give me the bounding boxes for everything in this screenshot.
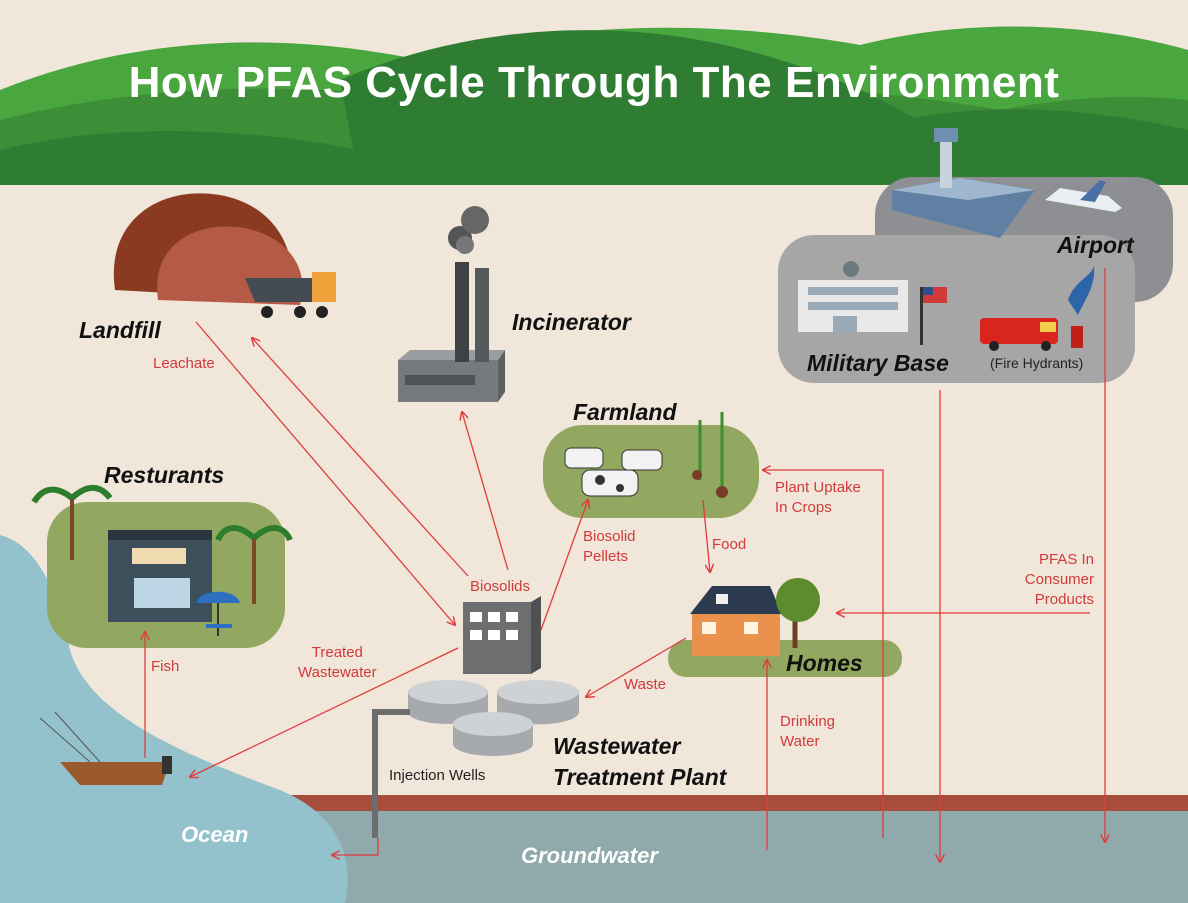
fire-hydrants-label: (Fire Hydrants) (990, 355, 1084, 371)
treated-wastewater-arrow (190, 647, 459, 777)
biosolid-pellets-label: Biosolid Pellets (583, 528, 636, 565)
wastewater-plant-label-line2: Treatment Plant (553, 764, 727, 790)
homes-label: Homes (786, 650, 863, 676)
crops-icon (692, 412, 728, 498)
groundwater-label: Groundwater (521, 843, 658, 868)
incinerator-label: Incinerator (512, 309, 631, 335)
flag-icon (920, 287, 947, 345)
landfill-label: Landfill (79, 317, 161, 343)
food-arrow (702, 499, 710, 572)
treated-wastewater-label: Treated Wastewater (298, 644, 377, 681)
ocean-label: Ocean (181, 822, 249, 847)
leachate-label: Leachate (153, 355, 215, 372)
water-layer (0, 535, 1188, 903)
biosolid-pellets-arrow (540, 500, 588, 631)
ocean-area (0, 535, 348, 903)
treatment-tanks-icon (408, 680, 579, 756)
injection-wells-label: Injection Wells (389, 767, 486, 784)
biosolids-to-landfill-arrow (252, 338, 469, 577)
restaurants-label: Resturants (104, 462, 225, 488)
fire-hydrant-icon (1068, 266, 1095, 348)
cows-icon (564, 447, 663, 497)
military-building-icon (798, 261, 908, 332)
biosolids-to-incinerator-arrow (462, 412, 509, 571)
pfas-consumer-products-label: PFAS In Consumer Products (1024, 551, 1094, 608)
injection-well-arrow (332, 838, 379, 855)
palm-tree-icon (31, 484, 293, 604)
hills-banner (0, 0, 1188, 186)
drinking-water-label: Drinking Water (780, 713, 836, 750)
waste-arrow (586, 637, 687, 697)
plant-uptake-arrow (763, 470, 884, 838)
wastewater-building-icon (463, 596, 541, 674)
farmland-label: Farmland (573, 399, 677, 425)
flow-arrows (145, 268, 1105, 862)
waste-label: Waste (624, 676, 666, 693)
biosolids-label: Biosolids (470, 578, 531, 595)
injection-well-pipe (372, 709, 410, 838)
incinerator-icon (398, 206, 505, 402)
military-base-label: Military Base (807, 350, 949, 376)
plant-uptake-label: Plant Uptake In Crops (775, 479, 861, 516)
food-label: Food (712, 536, 747, 553)
leachate-arrow (195, 321, 455, 625)
restaurant-building-icon (108, 530, 212, 622)
wastewater-plant-label-line1: Wastewater (553, 733, 681, 759)
fish-label: Fish (151, 658, 180, 675)
farmland-panel (543, 425, 759, 518)
diagram-title: How PFAS Cycle Through The Environment (128, 58, 1060, 107)
airplane-icon (1045, 180, 1122, 212)
cafe-table-icon (196, 591, 240, 636)
fire-truck-icon (980, 318, 1058, 351)
fishing-boat-icon (39, 711, 172, 785)
house-icon (690, 586, 782, 656)
airport-terminal-icon (892, 128, 1035, 238)
dump-truck-icon (245, 272, 336, 318)
airport-label: Airport (1057, 232, 1134, 258)
tree-icon (776, 578, 820, 648)
